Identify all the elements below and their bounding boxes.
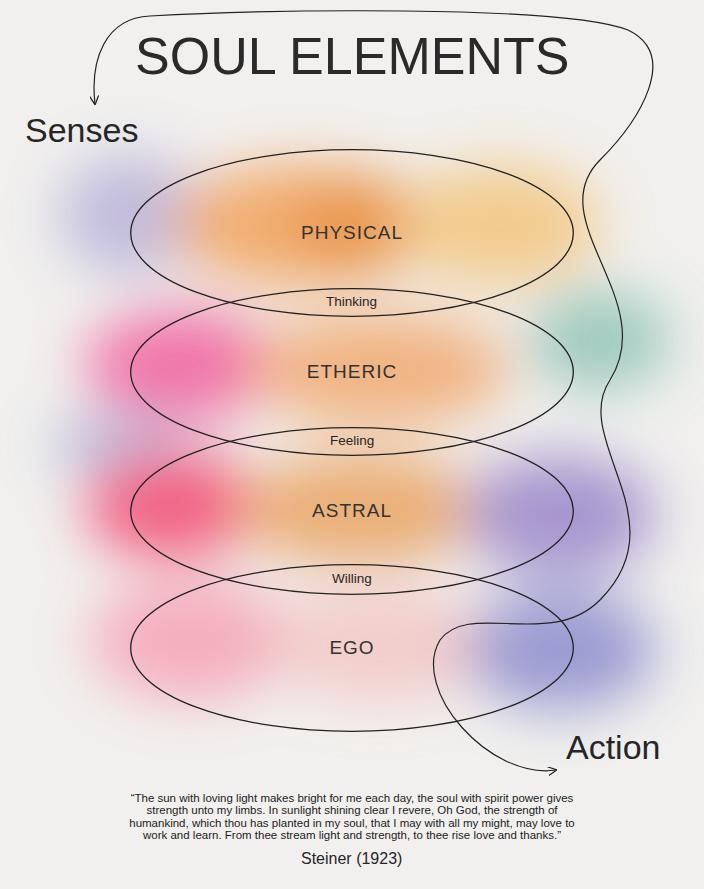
ellipse-shape xyxy=(131,565,574,732)
soul-ellipse: ETHERIC xyxy=(130,288,574,456)
ellipse-label: ETHERIC xyxy=(307,362,397,383)
overlap-label: Feeling xyxy=(330,434,374,449)
overlap-label: Willing xyxy=(332,572,372,587)
ellipse-shape xyxy=(131,150,574,317)
flow-label: Senses xyxy=(25,112,138,149)
title: SOUL ELEMENTS xyxy=(135,30,569,82)
ellipse-label: ASTRAL xyxy=(312,501,392,522)
soul-ellipse: PHYSICAL xyxy=(130,149,574,317)
overlap-label: Thinking xyxy=(326,295,377,310)
ellipse-label: EGO xyxy=(329,638,374,659)
soul-ellipse: EGO xyxy=(130,564,574,732)
attribution: Steiner (1923) xyxy=(301,850,402,868)
ellipse-shape xyxy=(131,289,574,456)
wavy-line xyxy=(94,11,653,771)
quote-caption: “The sun with loving light makes bright … xyxy=(121,792,583,842)
ellipse-label: PHYSICAL xyxy=(301,223,403,244)
flow-label: Action xyxy=(566,729,661,766)
ellipse-shape xyxy=(131,428,574,595)
soul-ellipse: ASTRAL xyxy=(130,427,574,595)
